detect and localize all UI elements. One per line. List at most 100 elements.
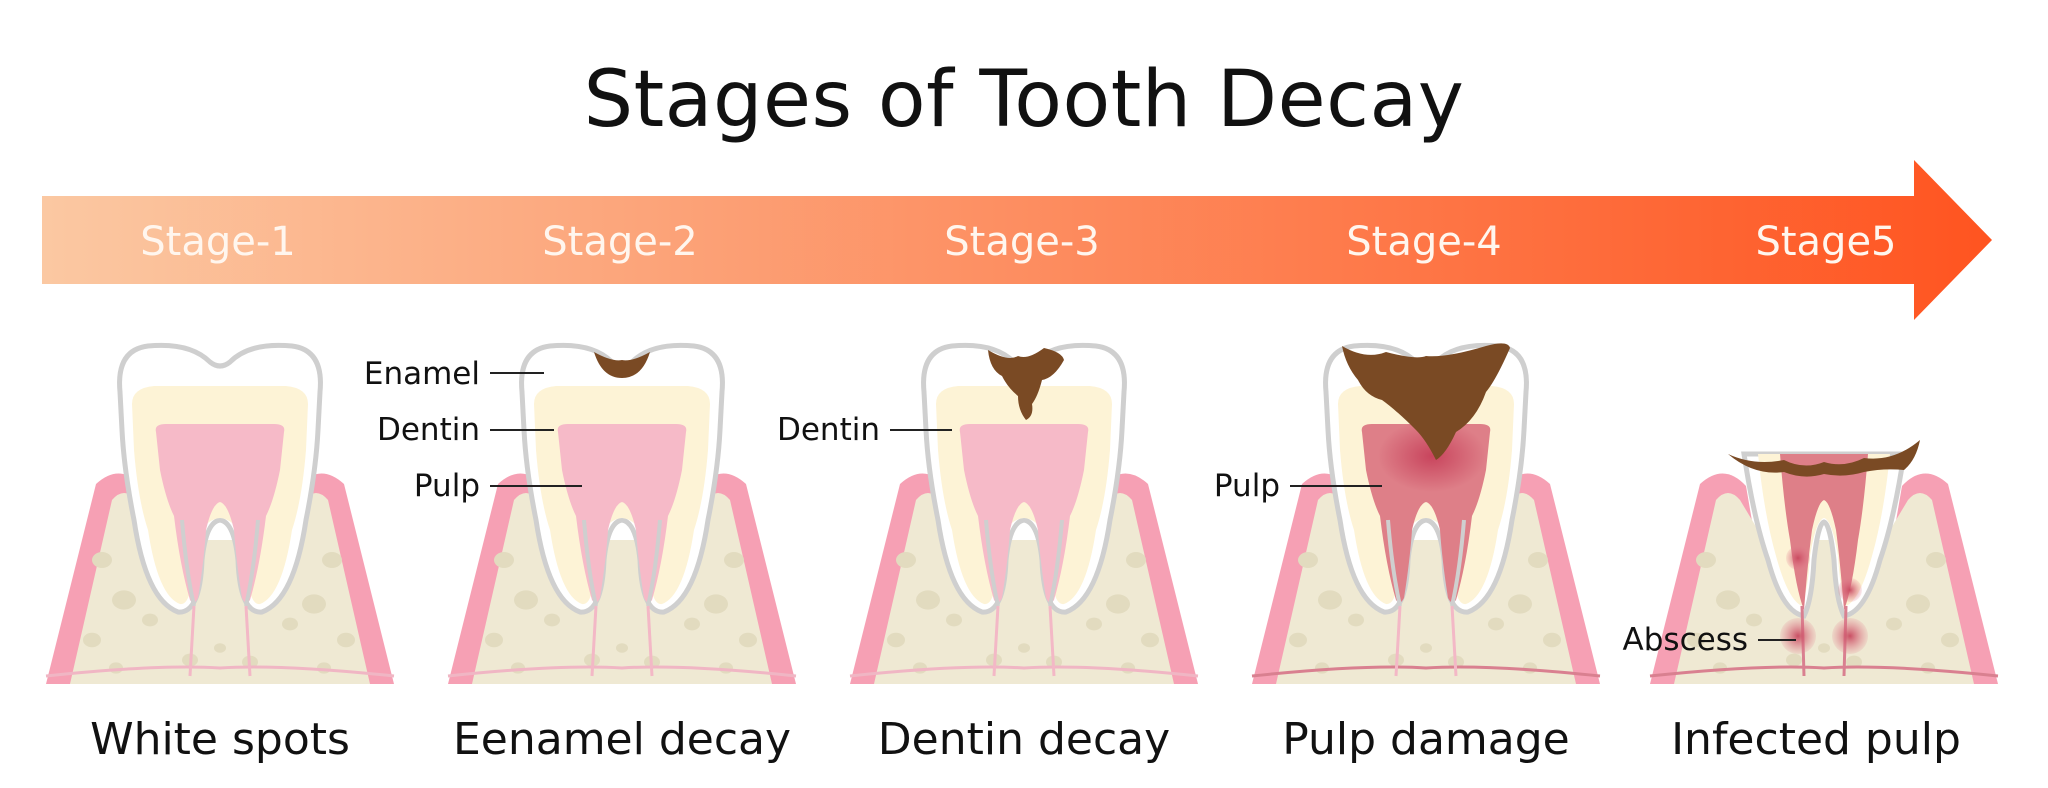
bone-pore [337,632,355,648]
bone-pore [1746,613,1762,627]
label-pulp-stage-4: Pulp [1214,468,1280,504]
bone-pore [322,552,342,568]
nerve [1048,605,1056,677]
bone-pore [1687,632,1705,648]
bone-pore [684,617,700,631]
bone-pore [946,613,962,627]
bone-pore [1543,632,1561,648]
bone-pore [544,613,560,627]
base-nerve-line [1251,665,1601,678]
bone-pore [896,552,916,568]
bone-pore [1846,655,1862,669]
bone-pore [1086,617,1102,631]
bone-pore [1941,632,1959,648]
abscess [1832,618,1868,654]
bone-pore [1926,552,1946,568]
arrow-label-stage-3: Stage-3 [944,219,1099,265]
bone-pore [214,643,226,653]
bone-pore [282,617,298,631]
caption-pulp-damage: Pulp damage [1282,714,1570,765]
bone-pore [1716,590,1740,610]
bone-pore [1528,552,1548,568]
label-dentin-stage-3: Dentin [777,412,880,448]
arrow-label-stage-2: Stage-2 [542,219,697,265]
bone-pore [916,590,940,610]
caption-dentin-decay: Dentin decay [878,714,1170,765]
bone-pore [1886,617,1902,631]
bone-pore [887,632,905,648]
bone-pore [142,613,158,627]
arrow-label-stage-4: Stage-4 [1346,219,1501,265]
bone-pore [1818,643,1830,653]
bone-pore [1018,643,1030,653]
bone-pore [1786,653,1802,667]
nerve [1394,605,1402,677]
caption-enamel-decay: Eenamel decay [453,714,791,765]
abscess [1786,546,1810,570]
decay-spot [594,352,650,378]
base-nerve-line [1649,665,1999,678]
pulp [1780,454,1868,610]
bone-pore [704,594,728,614]
root-line [1048,519,1064,607]
abscess [1838,578,1862,602]
bone-pore [1348,613,1364,627]
bone-pore [616,643,628,653]
root-line [244,519,260,607]
label-dentin-stage-2: Dentin [377,412,480,448]
nerve [646,605,654,677]
bone-pore [1488,617,1504,631]
tooth-pulp-damage [1251,342,1601,684]
progress-arrow [42,160,1992,320]
tooth-white-spots [45,342,395,684]
bone-pore [514,590,538,610]
decay-crown [1728,440,1920,477]
bone-pore [1508,594,1532,614]
bone-pore [739,632,757,648]
bone-pore [485,632,503,648]
root-line [1386,519,1402,607]
label-pulp-stage-2: Pulp [414,468,480,504]
bone-pore [1420,643,1432,653]
arrow-label-stage-5: Stage5 [1755,219,1896,265]
bone-pore [1906,594,1930,614]
caption-white-spots: White spots [90,714,350,765]
label-enamel: Enamel [364,356,480,392]
base-nerve-line [849,665,1199,678]
caption-infected-pulp: Infected pulp [1671,714,1961,765]
inflammation [1378,420,1486,492]
base-nerve-line [447,665,797,678]
abscess [1780,618,1816,654]
bone-pore [1289,632,1307,648]
bone-pore [1696,552,1716,568]
nerve [992,605,1000,677]
decay-cavity [1342,343,1510,460]
bone-pore [1106,594,1130,614]
root-line [984,519,1000,607]
tooth-enamel-decay [447,342,797,684]
bone-pore [1126,552,1146,568]
diagram-title: Stages of Tooth Decay [583,55,1465,145]
tooth-dentin-decay [849,342,1199,684]
bone [1674,493,1974,684]
bone-pore [724,552,744,568]
root-line [180,519,196,607]
bone-pore [302,594,326,614]
bone-pore [1318,590,1342,610]
bone-pore [112,590,136,610]
nerve [1450,605,1458,677]
bone-pore [494,552,514,568]
nerve [244,605,252,677]
root-line [646,519,662,607]
root-line [1450,519,1466,607]
decay-cavity [988,348,1064,420]
root-line [582,519,598,607]
base-nerve-line [45,665,395,678]
bone-pore [1298,552,1318,568]
bone-pore [92,552,112,568]
tooth-infected-pulp [1649,440,1999,684]
nerve [188,605,196,677]
bone-pore [1141,632,1159,648]
label-abscess: Abscess [1623,622,1748,658]
